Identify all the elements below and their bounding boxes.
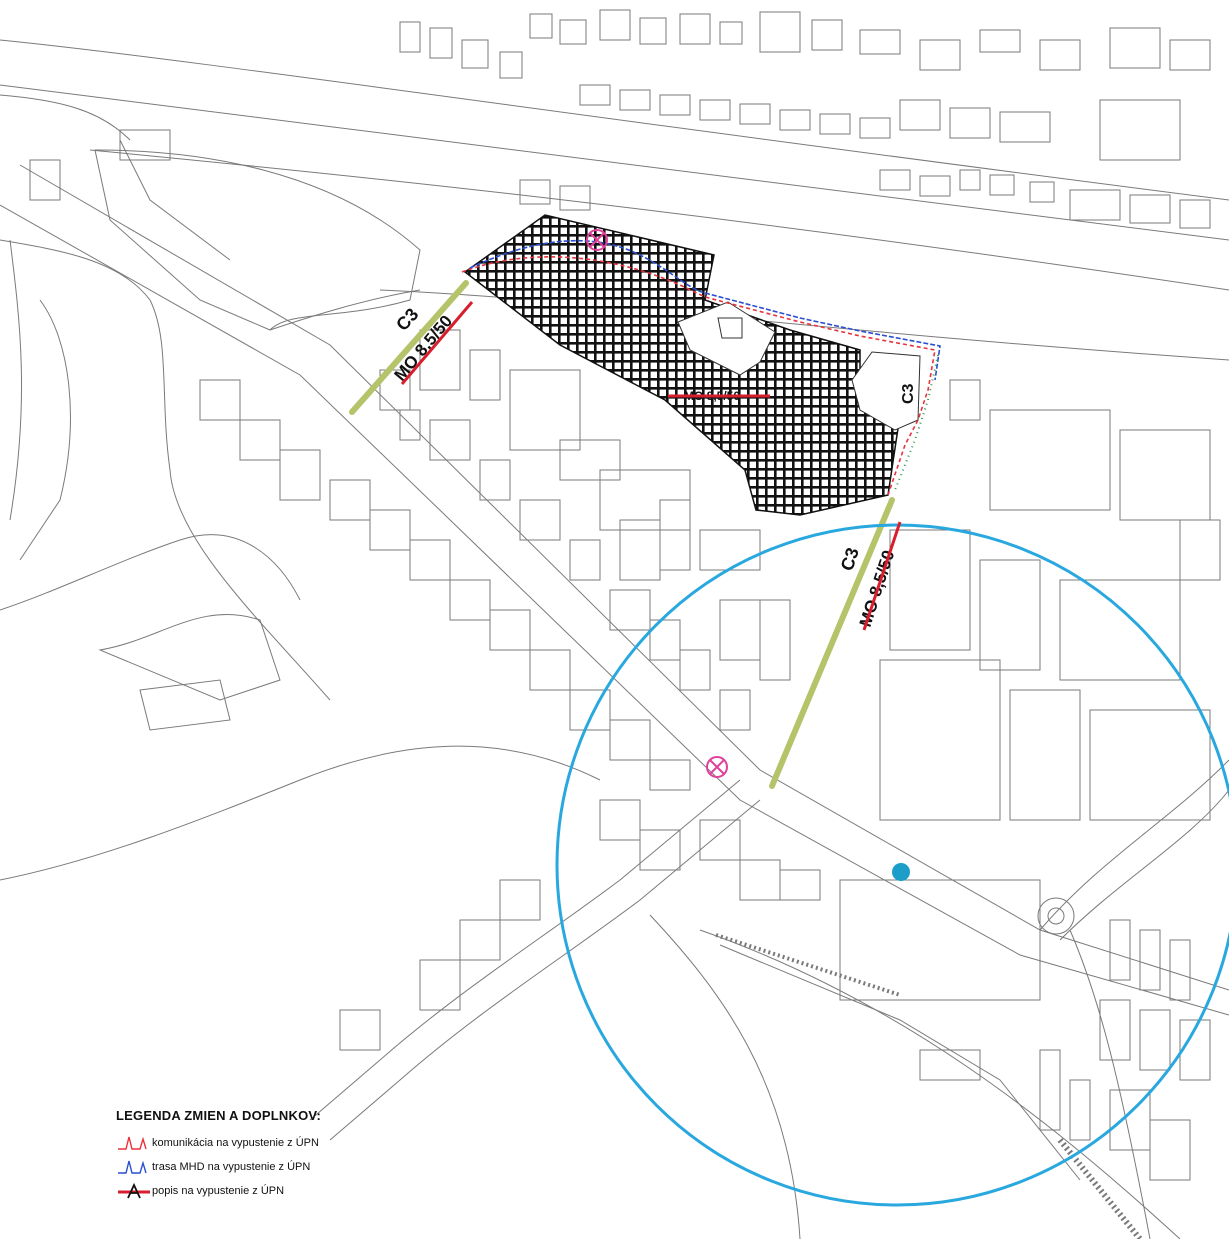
label-c3-west: C3 [392,304,422,334]
red-road-line-icon [118,1136,147,1150]
legend-item-road: komunikácia na vypustenie z ÚPN [116,1131,416,1155]
label-c3-east: C3 [837,545,863,573]
strike-mo-west [400,301,474,385]
green-corridor-west [349,280,469,415]
red-strikethrough-label-icon [118,1182,150,1199]
legend-item-label-removal-label: popis na vypustenie z ÚPN [152,1185,285,1197]
label-c3-east-top: C3 [900,383,917,404]
legend-title: LEGENDA ZMIEN A DOPLNKOV: [116,1108,322,1123]
building-pocket-east [851,351,921,431]
blue-transit-line-icon [118,1160,147,1174]
poi-marker-south[interactable] [706,756,728,778]
legend-item-transit-label: trasa MHD na vypustenie z ÚPN [152,1161,311,1173]
legend-item-road-label: komunikácia na vypustenie z ÚPN [152,1137,319,1149]
strike-mo-east [862,521,902,631]
legend-item-label-removal: popis na vypustenie z ÚPN [116,1179,416,1203]
green-dotted-line [894,354,939,491]
map-legend: LEGENDA ZMIEN A DOPLNKOV: komunikácia na… [116,1108,416,1203]
building-pocket-inner [717,317,743,339]
poi-marker-north[interactable] [586,229,608,251]
transit-removal-line[interactable] [469,240,941,381]
legend-item-transit: trasa MHD na vypustenie z ÚPN [116,1155,416,1179]
base-map [0,9,1229,1239]
transit-stop-marker[interactable] [892,863,910,881]
road-removal-line[interactable] [461,256,936,496]
influence-circle[interactable] [555,523,1229,1207]
green-corridor-east [769,497,895,789]
